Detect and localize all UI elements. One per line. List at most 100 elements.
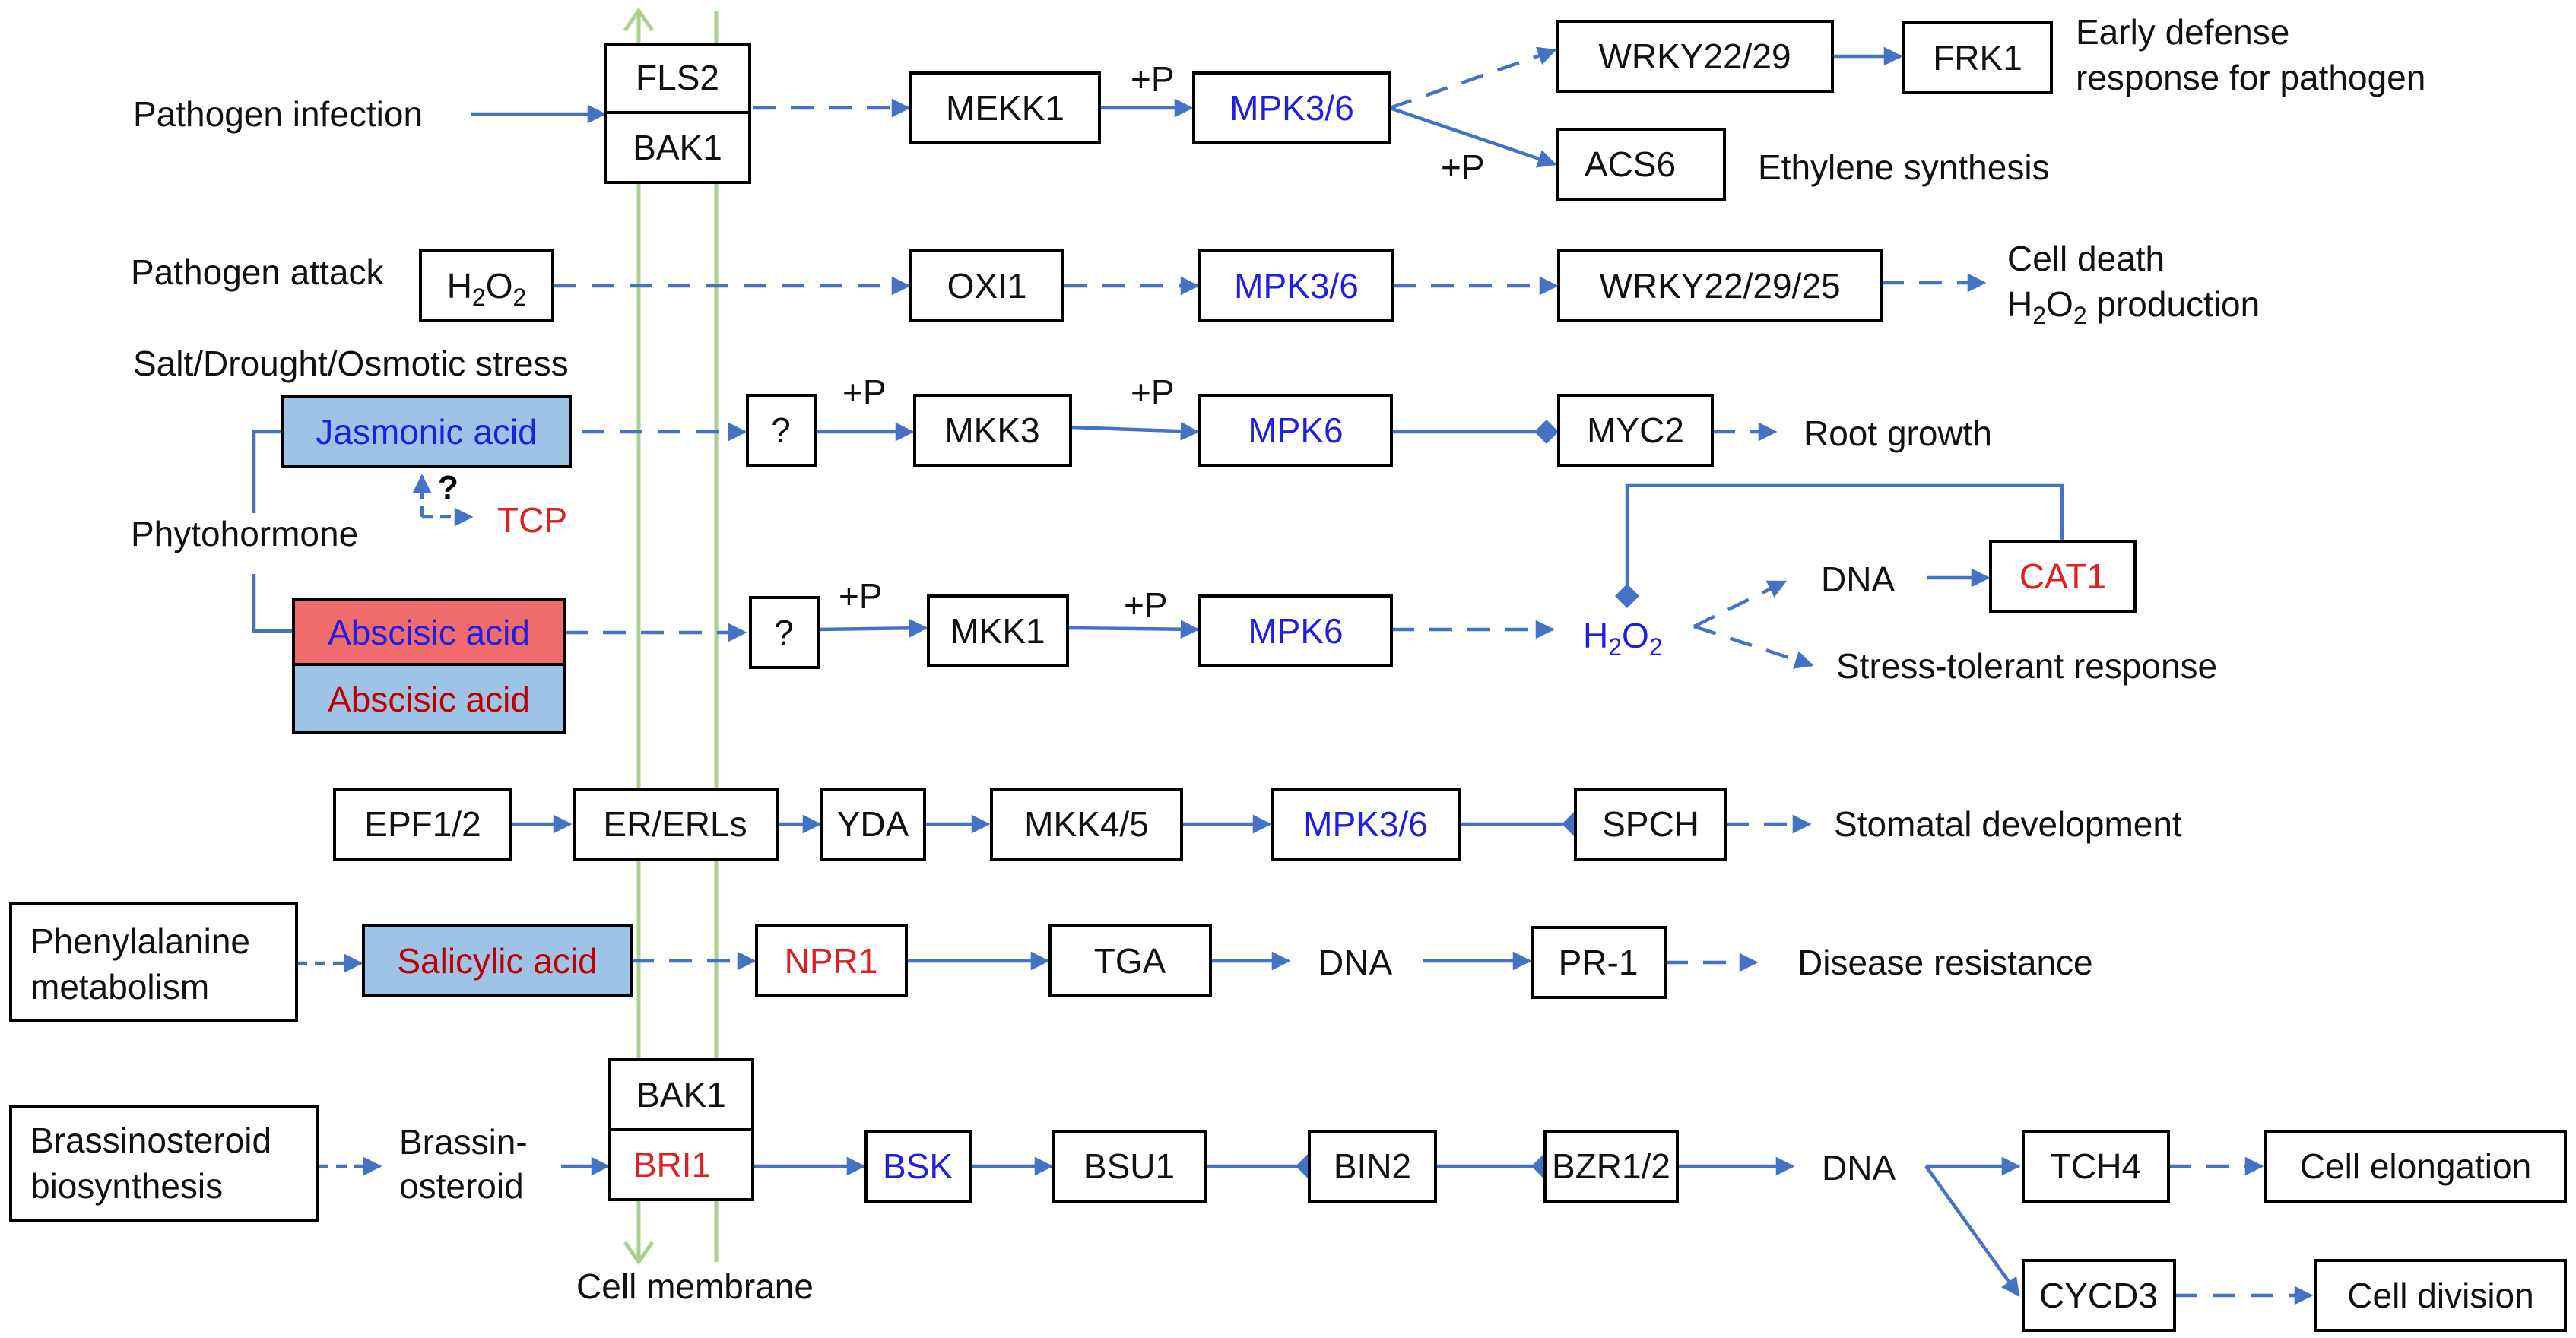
dna-label-2: DNA xyxy=(1318,943,1392,982)
pr1-label: PR-1 xyxy=(1559,943,1639,982)
phospho-label-1: +P xyxy=(1131,59,1175,99)
wrky222925-box xyxy=(1557,249,1883,322)
abscisic-acid-label-2: Abscisic acid xyxy=(328,680,530,719)
spch-box xyxy=(1574,788,1727,861)
brassinosteroid-bio-line1: Brassinosteroid xyxy=(30,1121,271,1160)
mkk45-label: MKK4/5 xyxy=(1024,804,1149,844)
stomatal-development-label: Stomatal development xyxy=(1834,804,2182,844)
brassinosteroid-biosynthesis-box xyxy=(9,1105,319,1222)
cat1-box xyxy=(1989,540,2137,613)
wrky222925-label: WRKY22/29/25 xyxy=(1599,266,1840,306)
cell-division-box xyxy=(2314,1259,2567,1332)
brassinosteroid-line1: Brassin- xyxy=(399,1122,528,1162)
oxi1-box xyxy=(909,249,1064,322)
phospho-label-2: +P xyxy=(1441,147,1485,187)
mpk36-box-b xyxy=(1198,249,1394,322)
unknown-label-1: ? xyxy=(771,411,791,450)
unknown-label-2: ? xyxy=(774,613,794,652)
unknown-box-2 xyxy=(749,596,820,669)
bri1-box xyxy=(608,1128,754,1201)
myc2-box xyxy=(1557,394,1714,467)
spch-label: SPCH xyxy=(1602,804,1699,844)
tch4-box xyxy=(2022,1130,2170,1203)
mpk6-label-a: MPK6 xyxy=(1248,411,1343,450)
mkk3-label: MKK3 xyxy=(944,411,1039,450)
phospho-label-5: +P xyxy=(839,576,883,616)
mkk1-label: MKK1 xyxy=(950,611,1045,651)
mkk3-box xyxy=(913,394,1072,467)
root-growth-label: Root growth xyxy=(1804,414,1992,453)
bzr12-box xyxy=(1543,1130,1679,1203)
brassinosteroid-bio-line2: biosynthesis xyxy=(30,1166,223,1206)
salt-drought-osmotic-label: Salt/Drought/Osmotic stress xyxy=(133,344,569,383)
phospho-label-3: +P xyxy=(842,373,887,412)
npr1-box xyxy=(755,924,908,997)
wrky2229-label: WRKY22/29 xyxy=(1598,36,1791,76)
phospho-label-4: +P xyxy=(1131,373,1175,412)
bin2-box xyxy=(1308,1130,1437,1203)
acs6-box xyxy=(1556,128,1726,201)
cell-membrane-label: Cell membrane xyxy=(576,1267,814,1306)
mpk36-label-b: MPK3/6 xyxy=(1234,266,1359,306)
cycd3-box xyxy=(2022,1259,2176,1332)
tga-box xyxy=(1048,924,1212,997)
phenylalanine-line2: metabolism xyxy=(30,967,209,1007)
yda-box xyxy=(820,788,926,861)
h2o2-box xyxy=(419,249,554,322)
dna-label-1: DNA xyxy=(1821,560,1895,599)
phenylalanine-box xyxy=(9,902,298,1022)
fls2-label: FLS2 xyxy=(636,58,719,97)
phospho-label-6: +P xyxy=(1124,585,1168,625)
mkk1-box xyxy=(927,594,1069,667)
jasmonic-acid-label: Jasmonic acid xyxy=(316,412,537,452)
h2o2-box-label: H2O2 xyxy=(447,266,527,311)
mpk6-box-a xyxy=(1198,394,1393,467)
pathogen-attack-label: Pathogen attack xyxy=(131,252,384,292)
cell-membrane xyxy=(623,7,719,1266)
er-erls-label: ER/ERLs xyxy=(603,804,747,844)
bri1-label: BRI1 xyxy=(633,1145,711,1184)
epf12-box xyxy=(333,788,512,861)
early-defense-line1: Early defense xyxy=(2076,12,2289,52)
tch4-label: TCH4 xyxy=(2050,1146,2141,1186)
brassinosteroid-line2: osteroid xyxy=(399,1166,524,1206)
fls2-box xyxy=(604,43,751,114)
abscisic-acid-box-red xyxy=(292,598,566,666)
unknown-box-1 xyxy=(746,394,817,467)
stress-tolerant-label: Stress-tolerant response xyxy=(1836,646,2217,686)
mpk6-label-b: MPK6 xyxy=(1248,611,1343,651)
bak1-top-label: BAK1 xyxy=(633,128,722,167)
h2o2-production-label: H2O2 production xyxy=(2007,284,2260,329)
yda-label: YDA xyxy=(837,804,909,844)
tcp-label: TCP xyxy=(497,500,567,540)
cell-elongation-label: Cell elongation xyxy=(2300,1146,2531,1186)
epf12-label: EPF1/2 xyxy=(364,804,481,844)
early-defense-line2: response for pathogen xyxy=(2076,58,2425,97)
abscisic-acid-label-1: Abscisic acid xyxy=(328,613,530,652)
npr1-label: NPR1 xyxy=(785,941,878,981)
bak1-bottom-label: BAK1 xyxy=(636,1075,726,1114)
phytohormone-label: Phytohormone xyxy=(131,514,358,553)
mpk36-label-c: MPK3/6 xyxy=(1303,804,1428,844)
cell-elongation-box xyxy=(2264,1130,2567,1203)
salicylic-acid-box xyxy=(362,924,633,997)
pathogen-infection-label: Pathogen infection xyxy=(133,94,423,134)
mpk6-box-b xyxy=(1198,594,1393,667)
bak1-top-box xyxy=(604,111,751,184)
bsu1-box xyxy=(1052,1130,1207,1203)
mekk1-box xyxy=(909,71,1101,144)
mkk45-box xyxy=(990,788,1183,861)
ethylene-synthesis-label: Ethylene synthesis xyxy=(1758,147,2050,187)
h2o2-node-label: H2O2 xyxy=(1583,616,1663,661)
bsk-box xyxy=(864,1130,972,1203)
wrky2229-box xyxy=(1556,20,1834,93)
cell-division-label: Cell division xyxy=(2347,1276,2533,1315)
bsu1-label: BSU1 xyxy=(1083,1146,1175,1186)
phenylalanine-line1: Phenylalanine xyxy=(30,921,250,961)
question-mark-bold: ? xyxy=(438,469,458,506)
oxi1-label: OXI1 xyxy=(947,266,1027,306)
jasmonic-acid-box xyxy=(281,395,572,468)
frk1-label: FRK1 xyxy=(1933,38,2022,78)
salicylic-acid-label: Salicylic acid xyxy=(397,941,597,981)
